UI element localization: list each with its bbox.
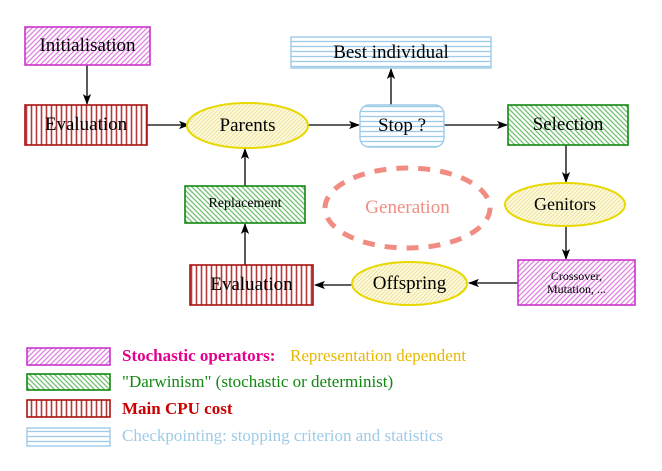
node-evaluation-top[interactable] xyxy=(24,104,148,146)
node-initialisation[interactable] xyxy=(24,26,151,66)
legend-label-checkpointing: Checkpointing: stopping criterion and st… xyxy=(122,426,444,445)
node-selection[interactable] xyxy=(507,104,629,146)
legend-label-stochastic-operators: Stochastic operators: xyxy=(122,346,276,365)
node-generation xyxy=(322,165,493,251)
legend-swatch-stochastic-operators xyxy=(26,347,111,366)
legend-label-representation-dependent: Representation dependent xyxy=(290,346,467,365)
node-offspring[interactable] xyxy=(351,261,468,306)
edges-group xyxy=(82,65,571,290)
node-stop[interactable] xyxy=(359,104,445,148)
node-genitors[interactable] xyxy=(504,182,626,227)
legend-swatch-checkpointing xyxy=(26,427,111,447)
legend-label-main-cpu-cost: Main CPU cost xyxy=(122,399,233,418)
legend-swatch-darwinism xyxy=(26,373,111,391)
legend-swatch-main-cpu-cost xyxy=(26,399,111,418)
node-replacement[interactable] xyxy=(184,185,306,224)
node-crossover-mutation[interactable] xyxy=(517,259,636,306)
legend-label-darwinism: "Darwinism" (stochastic or determinist) xyxy=(122,372,394,391)
node-evaluation-bottom[interactable] xyxy=(189,264,314,306)
node-best-individual[interactable] xyxy=(290,36,492,69)
node-parents[interactable] xyxy=(186,102,309,149)
